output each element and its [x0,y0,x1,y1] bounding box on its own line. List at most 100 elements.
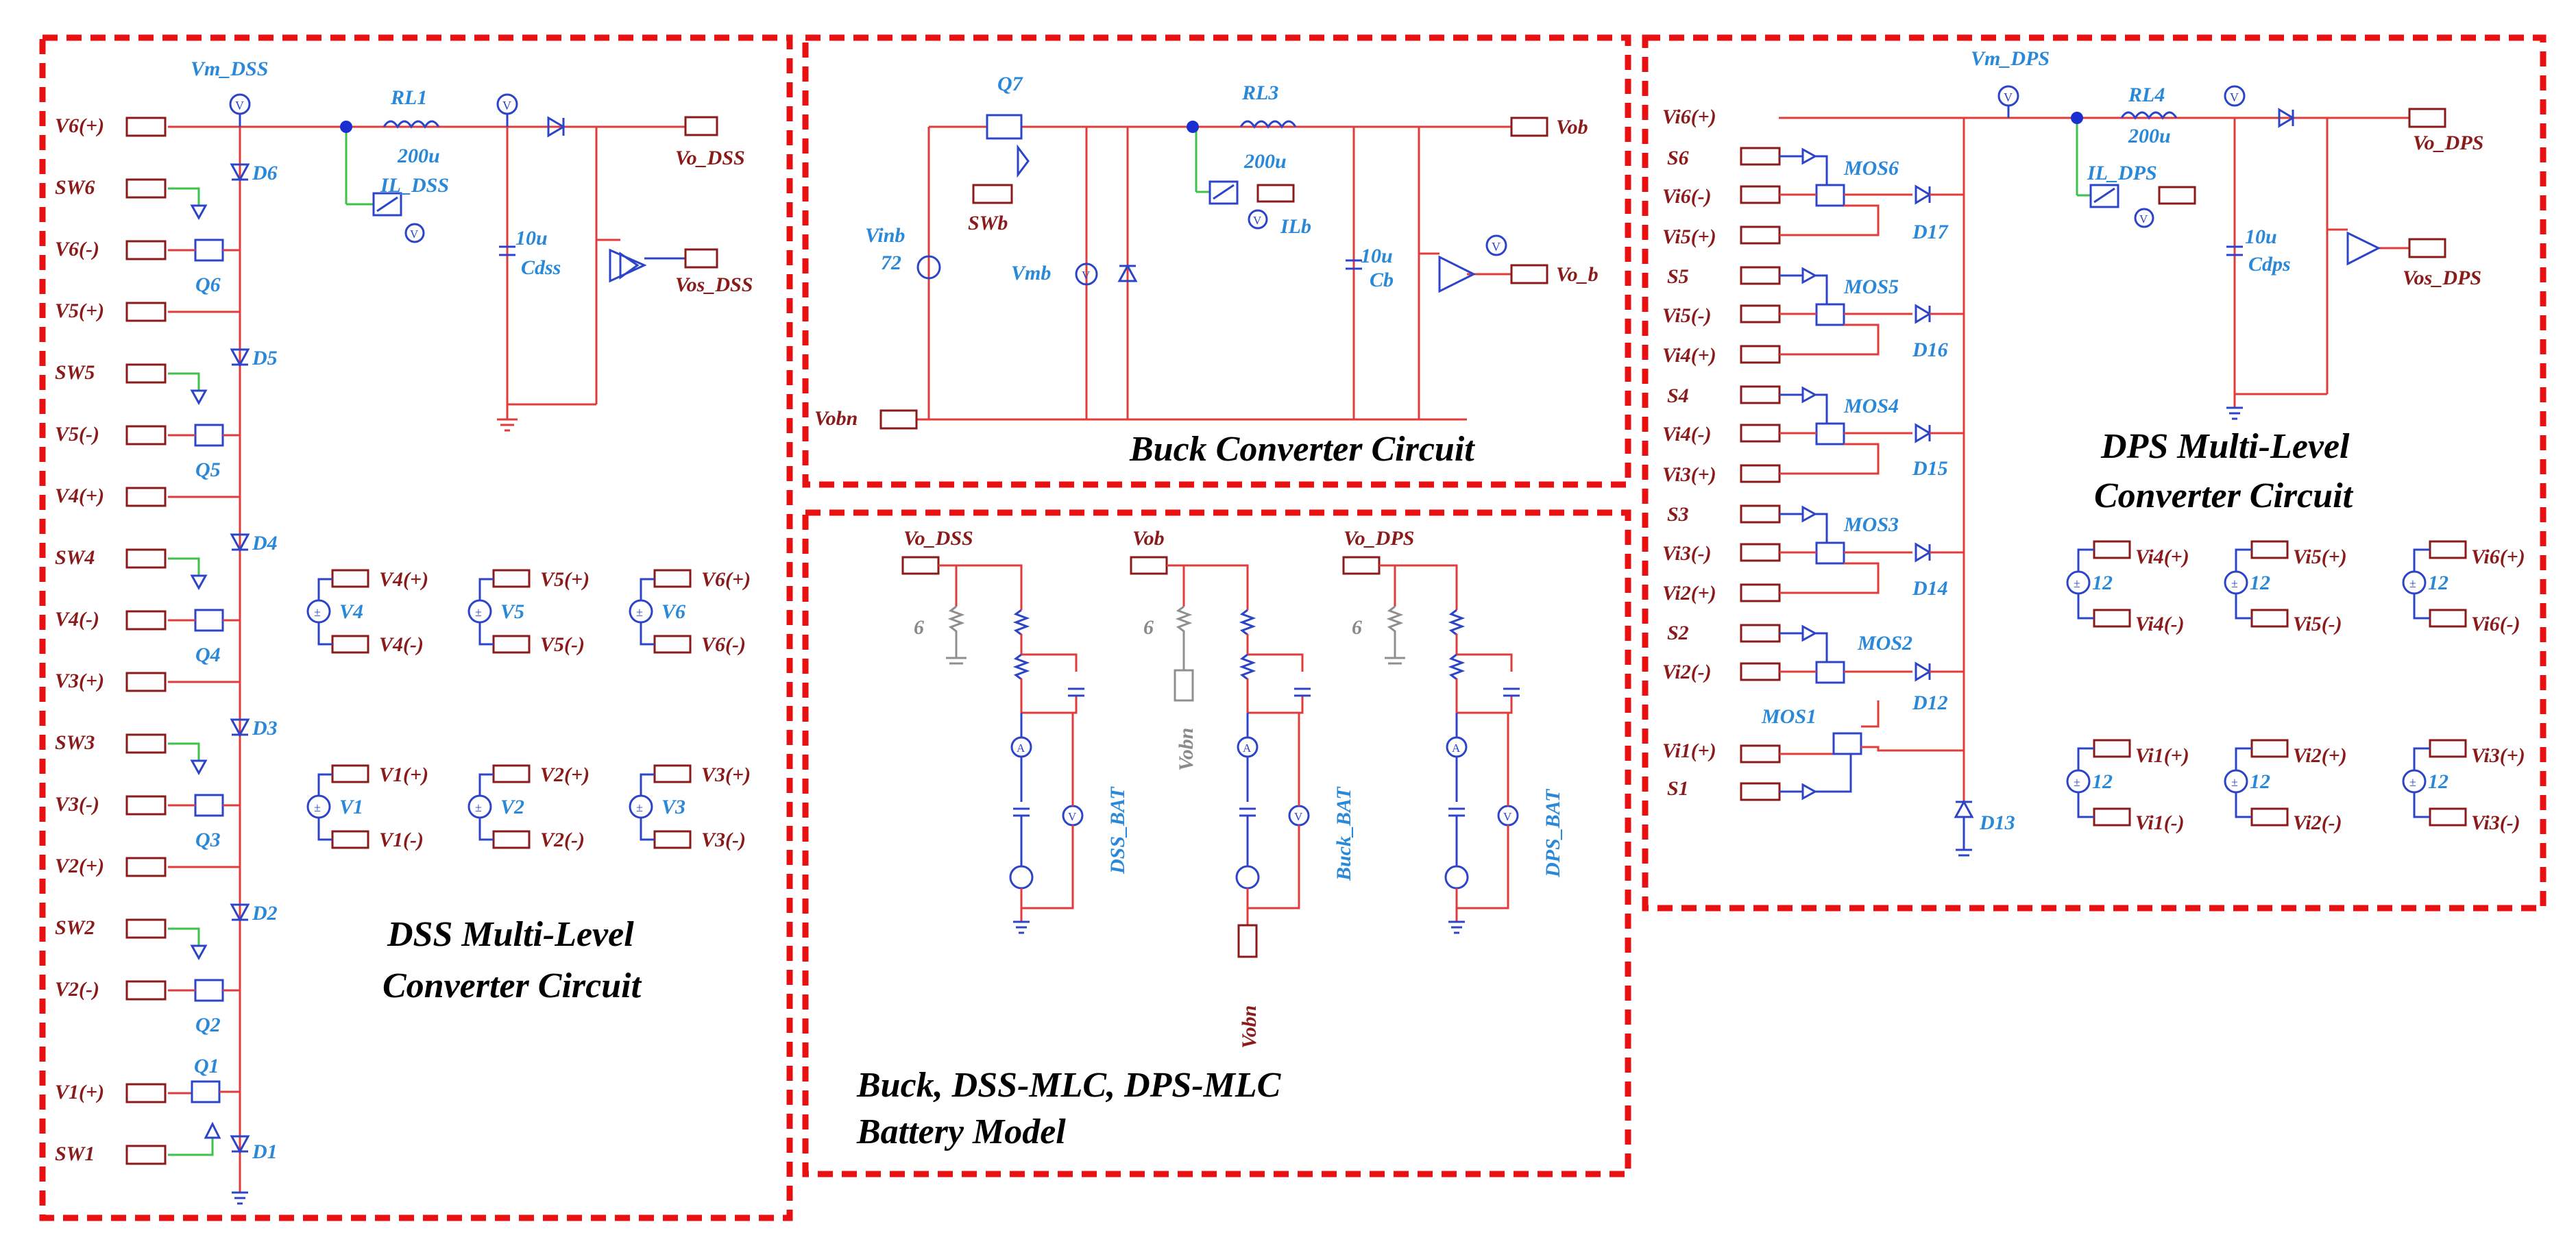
svg-text:A: A [1452,742,1461,755]
svg-text:±: ± [636,801,643,814]
svg-text:Vi6(+): Vi6(+) [2471,546,2525,568]
svg-text:V6(-): V6(-) [55,238,99,260]
dps-panel: V V V Vm_DPS RL4 200u IL_DPS 10u Cdps Vo… [1662,47,2525,857]
svg-text:V1(+): V1(+) [55,1081,104,1103]
svg-text:Vi1(-): Vi1(-) [2135,811,2185,834]
svg-text:V6(-): V6(-) [701,633,746,656]
svg-text:Vi5(+): Vi5(+) [1662,225,1716,248]
svg-text:±: ± [2409,775,2416,789]
svg-text:V2(+): V2(+) [55,855,104,877]
svg-text:Vi4(+): Vi4(+) [1662,344,1716,367]
vobn-port: Vobn [814,407,858,430]
svg-text:SW4: SW4 [55,546,95,569]
svg-text:12: 12 [2092,770,2113,793]
dps-mos-labels: MOS6 MOS5 MOS4 MOS3 MOS2 MOS1 [1761,157,1912,728]
svg-text:12: 12 [2092,572,2113,594]
svg-text:Vi3(-): Vi3(-) [2471,811,2520,834]
svg-text:Vi4(+): Vi4(+) [2135,546,2189,568]
svg-text:Vi5(+): Vi5(+) [2293,546,2347,568]
svg-text:Vi6(-): Vi6(-) [2471,613,2520,635]
svg-text:DPS_BAT: DPS_BAT [1542,788,1564,878]
svg-text:12: 12 [2428,770,2449,793]
svg-text:Vi5(-): Vi5(-) [1662,304,1712,327]
svg-text:SW3: SW3 [55,731,95,754]
svg-text:MOS2: MOS2 [1857,632,1912,655]
svg-text:Vi3(+): Vi3(+) [1662,463,1716,486]
svg-text:Vi2(+): Vi2(+) [2293,744,2347,767]
vo-dss-port: Vo_DSS [675,147,745,169]
svg-text:V4(-): V4(-) [55,608,99,631]
svg-text:V4(+): V4(+) [379,568,428,591]
vm-dss-voltmeter: V [229,93,251,127]
q7-label: Q7 [997,73,1023,95]
il-dps-label: IL_DPS [2087,162,2157,184]
swb-port: SWb [968,212,1008,234]
dps-left-port-labels: Vi6(+) Vi6(-) Vi5(+) Vi5(-) Vi4(+) Vi4(-… [1662,106,1716,762]
svg-text:SW1: SW1 [55,1143,95,1165]
svg-text:V2(+): V2(+) [540,764,590,786]
dps-title-line1: DPS Multi-Level [2100,427,2350,466]
buck-title: Buck Converter Circuit [1129,430,1475,469]
dss-title-line2: Converter Circuit [382,966,642,1005]
ilb-label: ILb [1280,215,1311,238]
vinb-label: Vinb [865,224,905,247]
svg-text:V3(-): V3(-) [701,829,746,851]
cb-label: Cb [1370,269,1394,291]
svg-text:±: ± [475,801,482,814]
svg-text:V3(+): V3(+) [55,670,104,692]
vmb-label: Vmb [1011,262,1051,284]
svg-text:±: ± [314,605,321,619]
svg-text:MOS6: MOS6 [1843,157,1899,180]
svg-text:D13: D13 [1979,811,2015,834]
svg-text:6: 6 [1352,616,1362,639]
rl1-label: RL1 [390,86,427,109]
dps-gate-labels: S6 S5 S4 S3 S2 S1 [1667,147,1689,800]
svg-text:V: V [2230,90,2239,104]
vo-dps-port: Vo_DPS [2413,132,2483,154]
svg-text:V: V [1253,214,1262,227]
svg-text:D5: D5 [252,347,278,369]
svg-text:Vi1(+): Vi1(+) [1662,740,1716,762]
svg-text:D1: D1 [252,1140,278,1163]
battery-title-line2: Battery Model [856,1112,1066,1151]
rl4-label: RL4 [2128,84,2165,106]
svg-text:Q3: Q3 [195,829,221,851]
dss-diode-labels: D6 D5 D4 D3 D2 D1 [252,162,278,1163]
rl1-value: 200u [397,145,440,167]
dss-title-line1: DSS Multi-Level [387,915,634,954]
svg-text:D6: D6 [252,162,278,184]
svg-text:MOS1: MOS1 [1761,705,1816,728]
svg-text:Q6: Q6 [195,273,221,296]
svg-text:V: V [502,99,511,112]
svg-text:V1(+): V1(+) [379,764,428,786]
svg-text:Vi2(-): Vi2(-) [2293,811,2342,834]
buck-panel: V V V Q7 SWb RL3 200u ILb Vinb 72 Vmb 10… [814,73,1599,469]
svg-text:12: 12 [2250,770,2270,793]
svg-text:Vob: Vob [1132,527,1165,550]
svg-text:V1: V1 [339,796,363,818]
svg-text:V5: V5 [500,600,524,623]
svg-text:S4: S4 [1667,384,1689,407]
svg-text:Vo_DPS: Vo_DPS [1344,527,1414,550]
svg-text:V: V [1503,810,1512,823]
svg-text:±: ± [2231,576,2238,590]
svg-text:±: ± [636,605,643,619]
svg-text:S6: S6 [1667,147,1689,169]
dss-panel: V Vm_DSS RL1 200u V V IL_DSS 10u Cdss Vo… [55,58,753,1205]
svg-text:V1(-): V1(-) [379,829,424,851]
vinb-value: 72 [881,252,901,274]
svg-text:Vi3(-): Vi3(-) [1662,542,1712,565]
svg-text:V2(-): V2(-) [55,978,99,1001]
vo-b-port: Vo_b [1556,263,1599,286]
rl4-value: 200u [2128,125,2171,147]
svg-text:±: ± [475,605,482,619]
svg-text:Vi6(-): Vi6(-) [1662,185,1712,208]
cdss-value: 10u [515,227,548,249]
svg-text:Vobn: Vobn [1238,1005,1261,1049]
cb-value: 10u [1361,245,1393,267]
svg-text:Q4: Q4 [195,644,221,666]
svg-text:±: ± [2231,775,2238,789]
svg-text:V4(+): V4(+) [55,485,104,507]
dss-panel-frame [39,34,793,1221]
